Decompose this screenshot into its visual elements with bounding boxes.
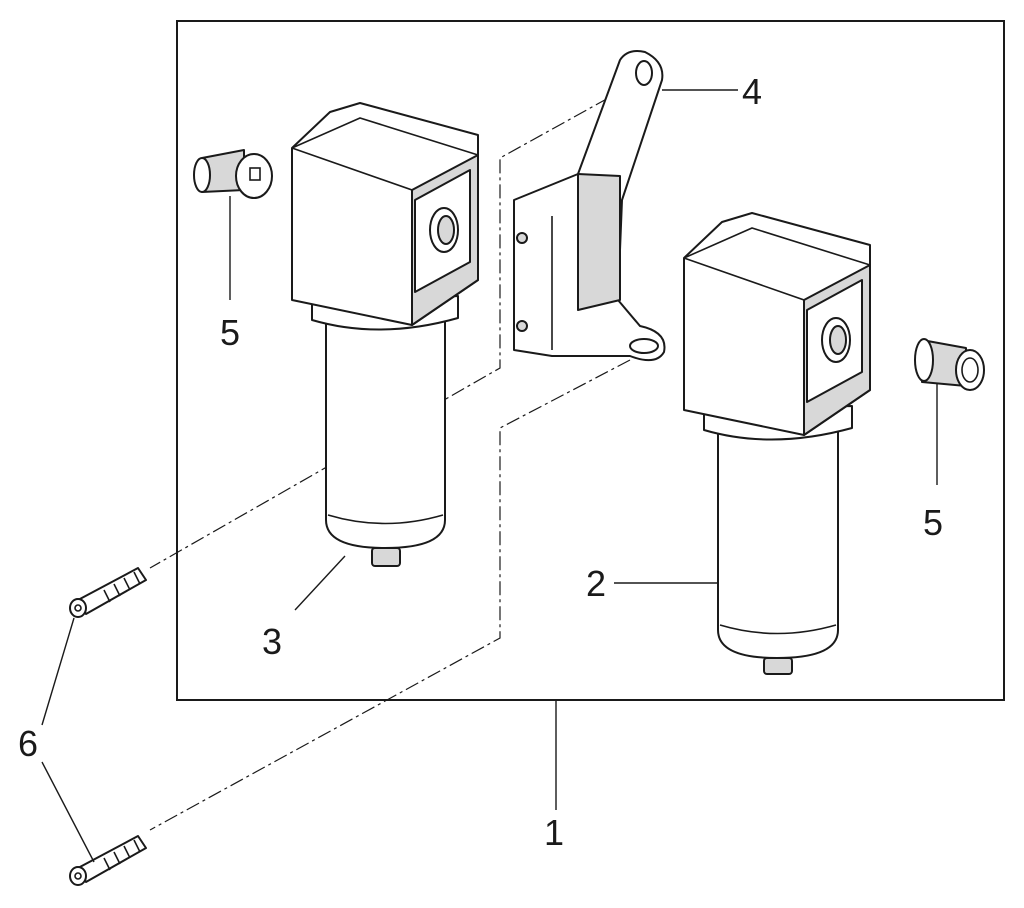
leader-lines	[41, 89, 938, 863]
wall-bracket	[513, 50, 666, 362]
plug-left	[193, 149, 273, 199]
wall-anchor-top	[69, 567, 147, 618]
assembly-frame	[176, 20, 1005, 701]
wall-anchor-bottom	[69, 835, 147, 886]
bracket-screw-bottom	[516, 320, 528, 332]
bracket-hole-top	[635, 60, 653, 86]
callout-6: 6	[18, 723, 38, 764]
callout-2: 2	[586, 563, 606, 604]
drain-plug-right	[763, 657, 793, 675]
callout-5-right: 5	[923, 502, 943, 543]
filter-housing-left	[291, 102, 479, 567]
callout-5-left: 5	[220, 312, 240, 353]
drain-plug-left	[371, 547, 401, 567]
filter-housing-right	[683, 212, 871, 675]
bracket-screw-top	[516, 232, 528, 244]
bracket-hole-bottom	[629, 338, 659, 354]
plug-right	[914, 338, 985, 391]
callout-1: 1	[544, 812, 564, 853]
callout-4: 4	[742, 71, 762, 112]
callout-3: 3	[262, 621, 282, 662]
